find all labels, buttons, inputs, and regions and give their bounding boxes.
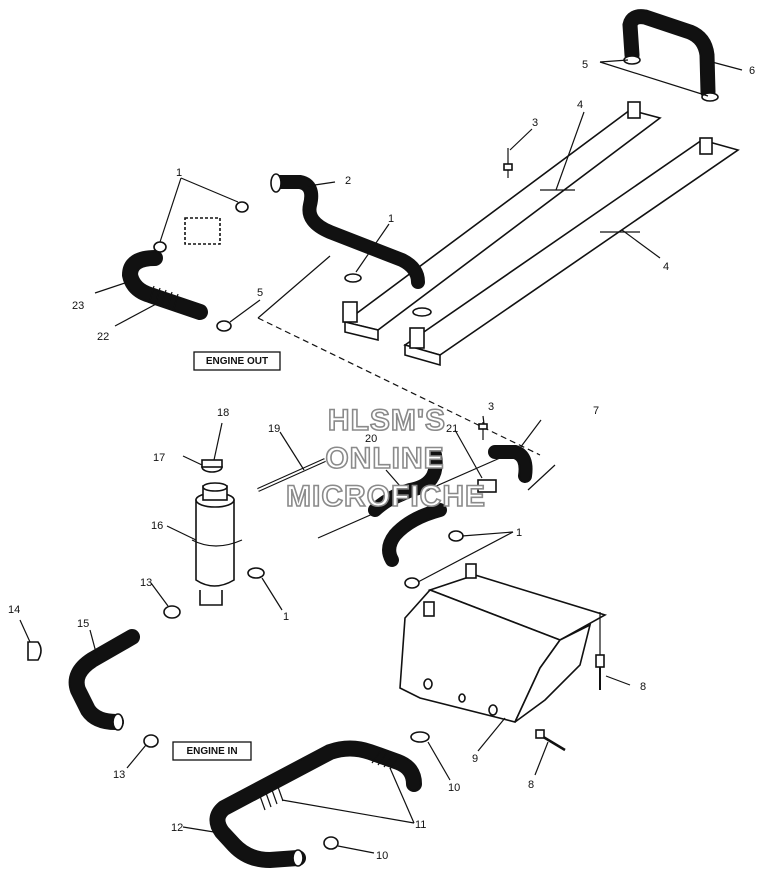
part-19-rod[interactable] xyxy=(257,458,326,492)
watermark: HLSM'S ONLINE MICROFICHE xyxy=(285,403,486,514)
callout-6: 6 xyxy=(749,65,755,77)
part-4-lower-rail[interactable] xyxy=(403,137,740,367)
part-16-reservoir[interactable] xyxy=(191,482,243,606)
leader-lower xyxy=(317,457,501,539)
callout-19: 19 xyxy=(268,423,280,435)
clamp-rail-lower[interactable] xyxy=(412,307,432,317)
callout-10b: 10 xyxy=(376,850,388,862)
leader-lower-right xyxy=(527,464,556,491)
callout-9: 9 xyxy=(472,753,478,765)
callout-14: 14 xyxy=(8,604,20,616)
callout-23: 23 xyxy=(72,300,84,312)
callout-7: 7 xyxy=(593,405,599,417)
clamp-1-lower-b[interactable] xyxy=(404,577,420,589)
clamp-1-lower-a[interactable] xyxy=(448,530,464,542)
part-2-upper-hose[interactable] xyxy=(270,173,425,289)
part-15-hose[interactable] xyxy=(68,629,140,731)
clamp-10-lower[interactable] xyxy=(323,836,339,850)
callout-11: 11 xyxy=(415,819,426,831)
part-21-bracket[interactable] xyxy=(477,479,497,493)
callout-13b: 13 xyxy=(113,769,125,781)
callout-20: 20 xyxy=(365,433,377,445)
leader-lines xyxy=(19,59,743,854)
svg-text:ENGINE IN: ENGINE IN xyxy=(186,746,237,757)
part-9-heat-exchanger[interactable] xyxy=(399,563,608,723)
watermark-line-2: ONLINE xyxy=(325,442,444,475)
clamp-1-reservoir[interactable] xyxy=(247,567,265,579)
part-17-18-cap[interactable] xyxy=(201,459,223,473)
part-8-fitting-lower[interactable] xyxy=(535,729,566,752)
part-14-clip[interactable] xyxy=(27,641,42,661)
callout-4a: 4 xyxy=(577,99,583,111)
callout-1d: 1 xyxy=(283,611,289,623)
callout-3b: 3 xyxy=(488,401,494,413)
callout-1a: 1 xyxy=(176,167,182,179)
callout-5b: 5 xyxy=(257,287,263,299)
callout-12: 12 xyxy=(171,822,183,834)
dashed-leader xyxy=(257,317,541,456)
callout-17: 17 xyxy=(153,452,165,464)
callout-15: 15 xyxy=(77,618,89,630)
callout-13a: 13 xyxy=(140,577,152,589)
callout-3a: 3 xyxy=(532,117,538,129)
callout-18: 18 xyxy=(217,407,229,419)
callout-16: 16 xyxy=(151,520,163,532)
clamp-1-upper[interactable] xyxy=(235,201,249,213)
callout-1b: 1 xyxy=(388,213,394,225)
part-8-fitting-upper[interactable] xyxy=(595,612,605,690)
part-6-hose-loop[interactable] xyxy=(622,9,719,102)
callout-22: 22 xyxy=(97,331,109,343)
callout-8b: 8 xyxy=(528,779,534,791)
part-lower-hose-bend[interactable] xyxy=(382,503,447,567)
watermark-line-3: MICROFICHE xyxy=(286,480,486,513)
callout-10a: 10 xyxy=(448,782,460,794)
clamp-13-reservoir[interactable] xyxy=(163,605,181,619)
callout-numbers: 1 1 1 1 2 3 3 4 4 5 5 6 7 8 8 9 10 10 11… xyxy=(8,59,755,862)
callout-21: 21 xyxy=(446,423,458,435)
watermark-line-1: HLSM'S xyxy=(328,404,446,437)
part-12-lower-hose[interactable] xyxy=(209,740,422,869)
part-20-hose[interactable] xyxy=(368,448,443,517)
callout-5a: 5 xyxy=(582,59,588,71)
callout-1c: 1 xyxy=(516,527,522,539)
engine-out-tag: ENGINE OUT xyxy=(193,351,281,371)
clamp-1-rail[interactable] xyxy=(344,273,362,283)
engine-in-tag: ENGINE IN xyxy=(172,741,252,761)
part-22-23-engine-out-hose[interactable] xyxy=(121,217,221,320)
clamp-10-upper[interactable] xyxy=(410,731,430,743)
part-3-bolt-lower[interactable] xyxy=(478,422,488,440)
svg-text:ENGINE OUT: ENGINE OUT xyxy=(206,356,268,367)
clamp-5-left[interactable] xyxy=(216,320,232,332)
callout-8a: 8 xyxy=(640,681,646,693)
callout-4b: 4 xyxy=(663,261,669,273)
clamp-13-engine-in[interactable] xyxy=(143,734,159,748)
callout-2: 2 xyxy=(345,175,351,187)
part-7-hose[interactable] xyxy=(488,445,533,483)
clamp-1-middle[interactable] xyxy=(153,241,167,253)
leader-rail xyxy=(257,255,331,319)
part-3-bolt-upper[interactable] xyxy=(503,148,513,178)
